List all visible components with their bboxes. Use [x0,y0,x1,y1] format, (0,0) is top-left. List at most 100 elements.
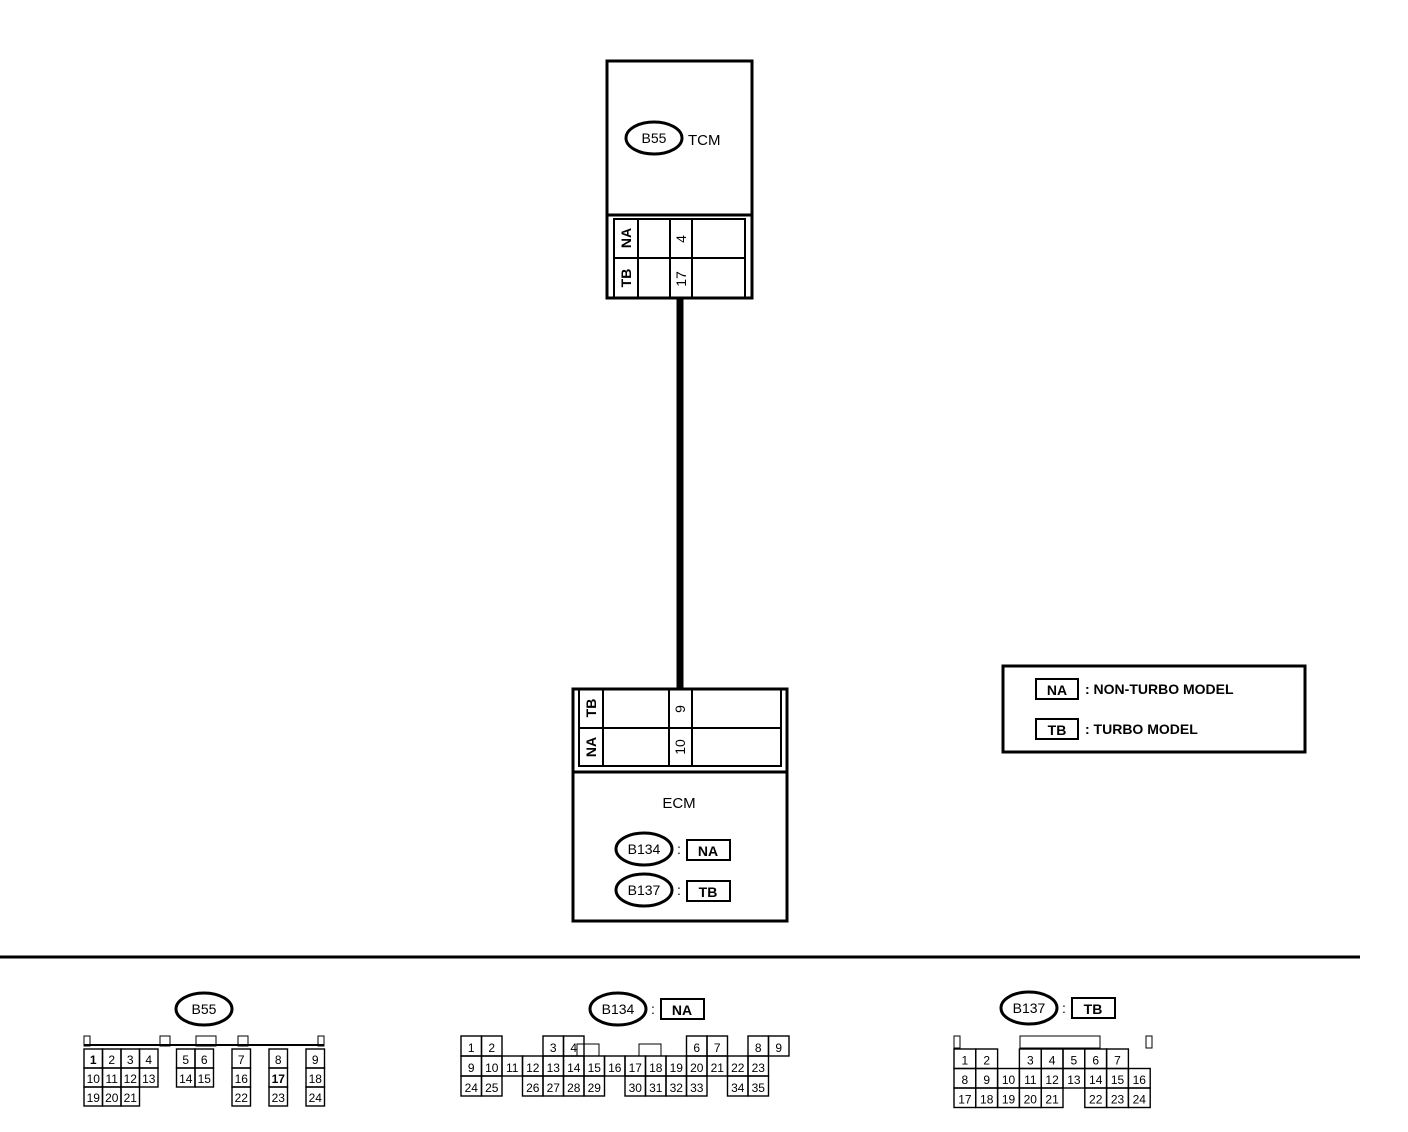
b137-pin-label: 12 [1045,1073,1059,1087]
ecm-connector-oval-b134 [614,831,674,867]
b134-pin-label: 21 [711,1061,725,1075]
b134-pin-label: 1 [468,1041,475,1055]
ecm-pin-tb: 9 [672,705,688,713]
b134-pin-label: 28 [567,1081,581,1095]
tcm-connector-oval [624,120,684,156]
b55-pin-label: 22 [235,1091,249,1105]
b137-pin-label: 18 [980,1093,994,1107]
ecm-pin-na: 10 [672,739,688,755]
b137-pin-label: 7 [1114,1054,1121,1068]
b134-pin-label: 11 [506,1061,519,1075]
b134-pin-label: 34 [731,1081,745,1095]
b134-pin-label: 12 [526,1061,540,1075]
b137-pin-label: 3 [1027,1054,1034,1068]
legend-code-na: NA [1047,682,1067,698]
b55-pin-label: 23 [272,1091,286,1105]
b137-pin-label: 10 [1002,1073,1016,1087]
b55-pin-label: 10 [87,1072,101,1086]
b137-pin-label: 15 [1111,1073,1125,1087]
b55-pin-label: 7 [238,1053,245,1067]
b134-pin-label: 23 [752,1061,766,1075]
b55-pin-label: 18 [309,1072,323,1086]
b137-pin-label: 2 [983,1054,990,1068]
b137-pin-label: 24 [1133,1093,1147,1107]
ecm-connector-oval-b137 [614,872,674,908]
ecm-connector-b134-model: NA [698,843,718,859]
b134-pin-cell [685,1075,708,1097]
b134-pin-label: 4 [570,1041,577,1055]
b134-pin-label: 2 [488,1041,495,1055]
b55-pin-label: 21 [124,1091,138,1105]
b134-pin-label: 22 [731,1061,745,1075]
b134-pin-label: 27 [547,1081,561,1095]
b134-pin-label: 10 [485,1061,499,1075]
b134-pin-label: 24 [465,1081,479,1095]
b55-pin-cell [194,1067,215,1088]
b55-pin-label: 6 [201,1053,208,1067]
legend-text-na: : NON-TURBO MODEL [1085,681,1234,697]
tcm-box [605,59,754,300]
ecm-model-tb: TB [583,699,599,718]
b137-pin-label: 13 [1067,1073,1081,1087]
b134-pin-label: 35 [752,1081,766,1095]
connector-view-b137-header: B137 : TB [999,990,1116,1026]
b55-pin-cell [268,1086,289,1107]
connector-view-b134-model: NA [672,1002,692,1018]
b134-pin-label: 9 [775,1041,782,1055]
b134-pin-cell [583,1075,606,1097]
legend-text-tb: : TURBO MODEL [1085,721,1198,737]
b137-pin-label: 20 [1024,1093,1038,1107]
legend: NA : NON-TURBO MODEL TB : TURBO MODEL [1001,664,1307,754]
ecm-title: ECM [662,795,695,812]
ecm-model-box-na [686,839,731,861]
b137-pin-label: 5 [1071,1054,1078,1068]
connector-view-b137-model: TB [1084,1001,1103,1017]
b55-pin-label: 3 [127,1053,134,1067]
b137-pin-label: 23 [1111,1093,1125,1107]
connector-view-b137-colon: : [1062,1000,1066,1016]
b55-pin-label: 2 [108,1053,115,1067]
tcm-model-na: NA [618,228,634,248]
b55-pin-label: 13 [142,1072,156,1086]
b134-pin-cell [480,1075,503,1097]
b137-pin-label: 19 [1002,1093,1016,1107]
b134-pin-label: 26 [526,1081,540,1095]
b55-pin-label: 4 [145,1053,152,1067]
b134-pin-label: 18 [649,1061,663,1075]
b137-pin-label: 22 [1089,1093,1103,1107]
b55-pin-cell [231,1086,252,1107]
b134-pin-label: 16 [608,1061,622,1075]
b134-pin-label: 6 [693,1041,700,1055]
tcm-unit: NA TB 4 17 B55 TCM [605,59,754,300]
connector-view-b134-header: B134 : NA [588,991,705,1027]
b55-pin-label: 11 [106,1072,119,1086]
ecm-connector-b137-model: TB [699,884,718,900]
b55-pin-cell [138,1067,159,1088]
b134-pin-label: 31 [649,1081,663,1095]
b137-pin-label: 16 [1133,1073,1147,1087]
b137-pin-cell [1040,1087,1064,1109]
tcm-connector-id: B55 [642,130,667,146]
b134-pin-label: 3 [550,1041,557,1055]
legend-box [1001,664,1307,754]
connector-view-b134-id: B134 [602,1001,635,1017]
b55-pin-label: 20 [105,1091,119,1105]
connector-view-b137-id: B137 [1013,1000,1046,1016]
ecm-connector-b137: B137 [628,882,661,898]
tcm-pin-tb: 17 [673,271,689,287]
b55-pin-label: 1 [90,1053,97,1067]
b134-pin-label: 32 [670,1081,684,1095]
b137-pin-label: 11 [1024,1073,1037,1087]
b137-pin-label: 4 [1049,1054,1056,1068]
b134-pin-label: 15 [588,1061,602,1075]
b55-pin-label: 12 [124,1072,138,1086]
ecm-model-na: NA [583,737,599,757]
b55-pin-label: 5 [182,1053,189,1067]
b134-pin-label: 14 [567,1061,581,1075]
tcm-model-tb: TB [618,269,634,288]
b55-pin-label: 19 [87,1091,101,1105]
tcm-title: TCM [688,132,721,149]
b55-pin-label: 15 [198,1072,212,1086]
